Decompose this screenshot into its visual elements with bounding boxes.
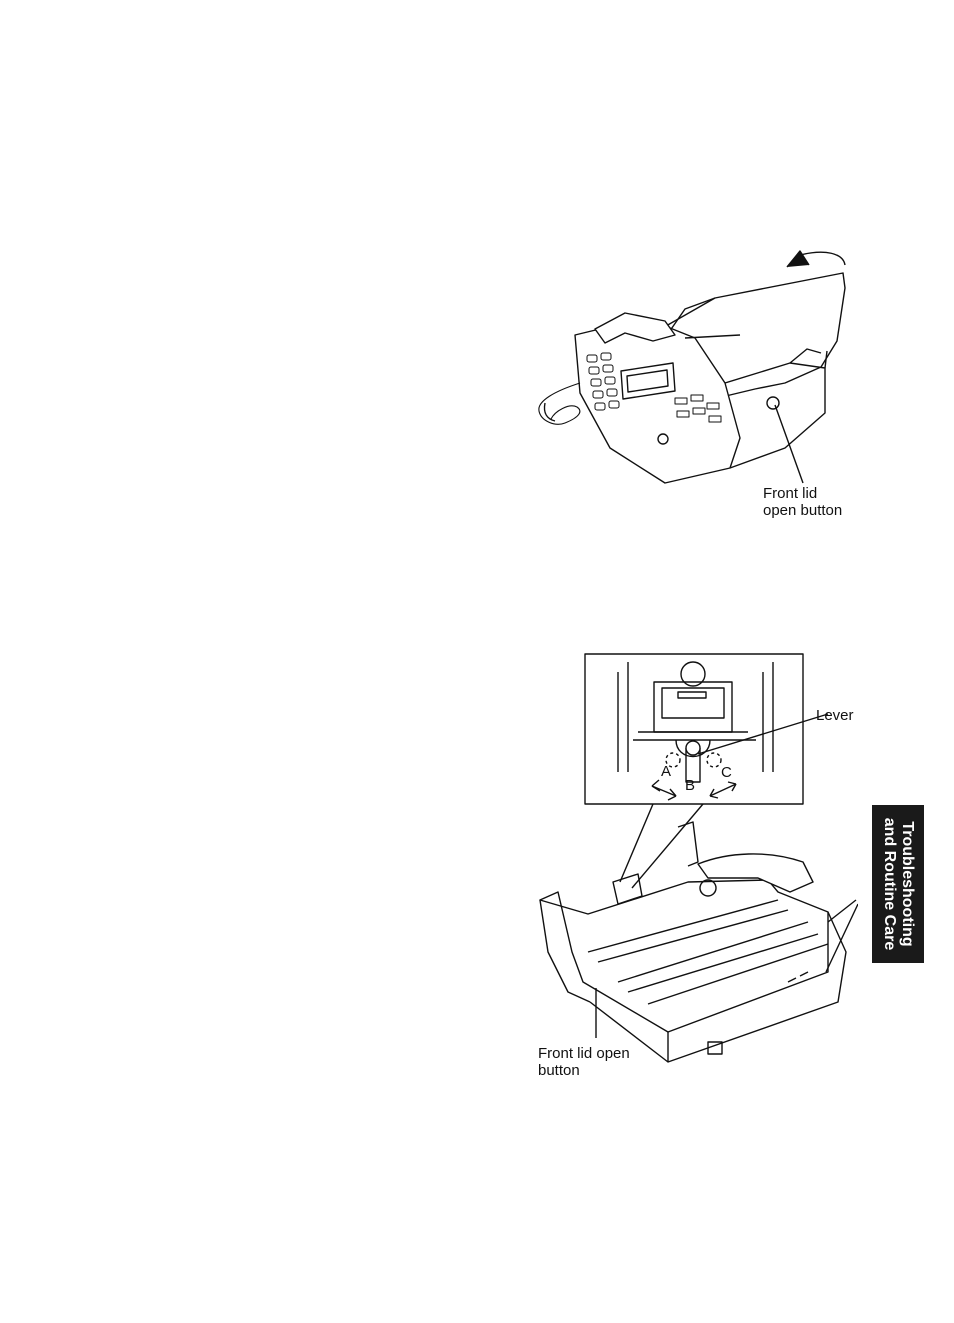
lever-and-open-fax-drawing xyxy=(528,652,858,1082)
lever-inset-and-open-machine-illustration: Lever A B C Front lid open button xyxy=(528,652,858,1082)
section-tab-line-1: Troubleshooting xyxy=(898,818,916,950)
section-tab-troubleshooting: Troubleshooting and Routine Care xyxy=(872,805,924,963)
fax-machine-paper-removal-illustration: Front lid open button xyxy=(525,243,865,533)
section-tab-line-2: and Routine Care xyxy=(880,818,898,950)
section-tab-label: Troubleshooting and Routine Care xyxy=(880,818,916,950)
front-lid-open-button-callout: Front lid open button xyxy=(763,485,873,519)
front-lid-open-button-callout: Front lid open button xyxy=(538,1045,658,1079)
position-c-label: C xyxy=(721,764,732,781)
position-a-label: A xyxy=(661,763,671,780)
position-b-label: B xyxy=(685,777,695,794)
lever-label: Lever xyxy=(816,707,854,724)
